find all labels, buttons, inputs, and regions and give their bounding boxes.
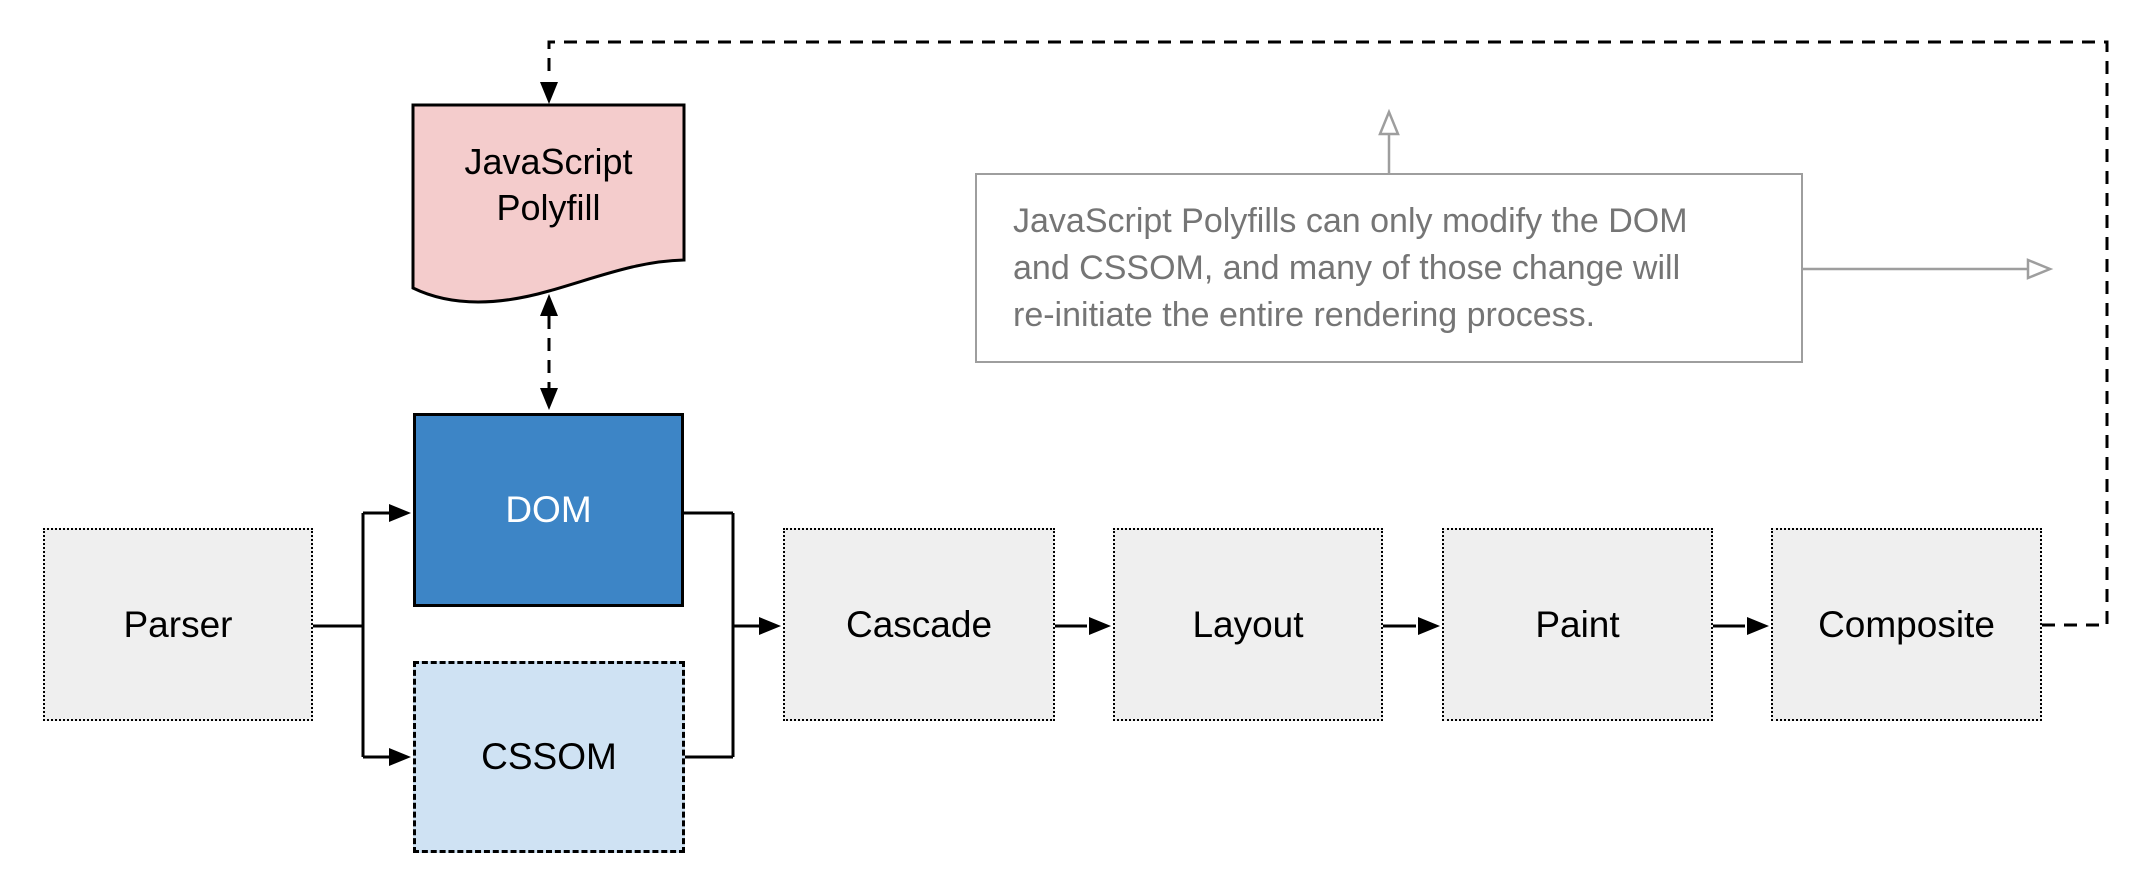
- polyfill-document-shape: [411, 103, 686, 304]
- arrowhead-into-composite: [1747, 617, 1769, 635]
- stage-box-parser: Parser: [43, 528, 313, 721]
- polyfill-note-box: JavaScript Polyfills can only modify the…: [975, 173, 1803, 363]
- arrowhead-into-polyfill-bottom: [540, 294, 558, 316]
- arrowhead-into-polyfill-top: [540, 82, 558, 104]
- dom-label: DOM: [505, 489, 592, 530]
- cssom-label: CSSOM: [481, 736, 617, 777]
- connector-merge-to-cascade: [684, 511, 761, 759]
- arrowhead-into-cssom: [389, 748, 411, 766]
- note-line-2: and CSSOM, and many of those change will: [1013, 249, 1681, 287]
- stage-label-composite: Composite: [1818, 603, 1995, 645]
- arrowhead-into-cascade: [759, 617, 781, 635]
- stage-label-cascade: Cascade: [845, 603, 993, 645]
- connector-feedback-loop-dashed: [547, 40, 2109, 627]
- stage-box-layout: Layout: [1113, 528, 1383, 721]
- note-arrow-up-head: [1378, 108, 1400, 136]
- note-arrow-right-head: [2026, 258, 2054, 280]
- polyfill-label-line1: JavaScript: [464, 141, 633, 182]
- arrowhead-into-dom-top: [540, 388, 558, 410]
- arrowhead-into-dom: [389, 504, 411, 522]
- stage-box-composite: Composite: [1771, 528, 2042, 721]
- arrowhead-into-layout: [1089, 617, 1111, 635]
- stage-label-parser: Parser: [123, 603, 233, 645]
- polyfill-label-line2: Polyfill: [496, 187, 601, 228]
- polyfill-doc-label: JavaScript Polyfill: [413, 139, 684, 231]
- stage-box-paint: Paint: [1442, 528, 1713, 721]
- note-line-1: JavaScript Polyfills can only modify the…: [1013, 202, 1688, 240]
- stage-label-paint: Paint: [1535, 603, 1620, 645]
- cssom-box: CSSOM: [413, 661, 685, 853]
- connector-parser-split: [313, 511, 392, 759]
- stage-label-layout: Layout: [1192, 603, 1304, 645]
- stage-box-cascade: Cascade: [783, 528, 1055, 721]
- dom-box: DOM: [413, 413, 684, 607]
- arrowhead-into-paint: [1418, 617, 1440, 635]
- note-line-3: re-initiate the entire rendering process…: [1013, 296, 1596, 334]
